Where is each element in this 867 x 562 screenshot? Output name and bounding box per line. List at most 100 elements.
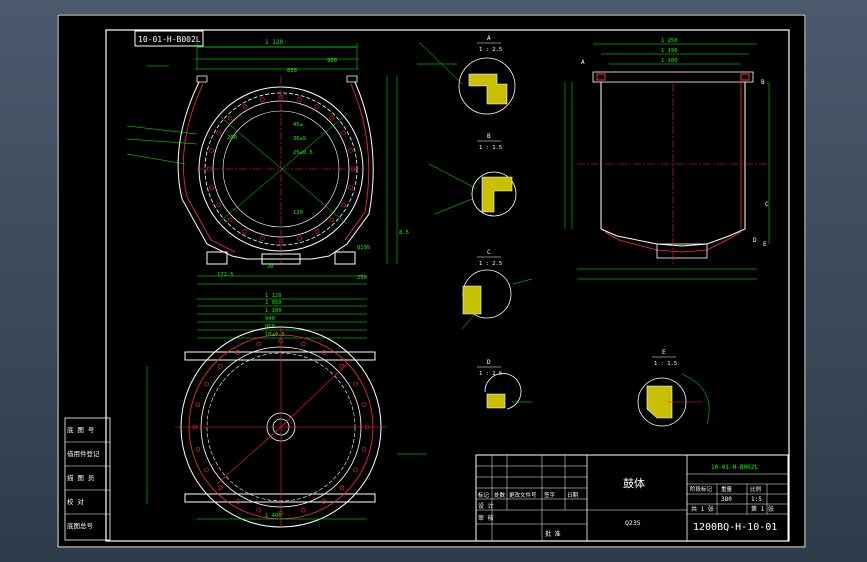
bolt-hole	[321, 350, 327, 355]
inner-frame	[105, 29, 790, 542]
front-dim-4: 36±5	[293, 136, 306, 142]
bolt-hole	[278, 238, 284, 244]
bolt-hole	[300, 507, 306, 513]
section-scale-A: 1 : 2.5	[479, 47, 502, 53]
bolt-hole	[361, 446, 367, 452]
front-dim-7: 30	[267, 264, 274, 270]
side-label-E: E	[763, 241, 767, 248]
bolt-hole	[242, 104, 248, 109]
bolt-hole	[235, 350, 241, 355]
tb-design: 设 计	[478, 502, 494, 510]
drawing-sheet: 10-01-H-B002L 1 120	[57, 14, 806, 548]
tb-row-label-1: 标记	[478, 491, 490, 499]
side-label-D: D	[753, 237, 757, 244]
bolt-hole	[227, 217, 233, 223]
bolt-hole	[217, 363, 223, 369]
bolt-hole	[297, 97, 302, 102]
tb-drawing-number: 1200BQ-H-10-01	[693, 522, 777, 533]
front-dim-10: 250	[357, 275, 367, 281]
front-dim-8: Q195	[357, 245, 370, 251]
front-dim-11: 8.5	[399, 230, 409, 236]
bolt-hole	[209, 148, 214, 153]
front-dim-2: 200	[227, 135, 237, 141]
tb-stage: 阶段标记	[690, 485, 713, 493]
bolt-hole	[339, 363, 345, 369]
top-dim-1: 1 050	[265, 300, 282, 306]
tb-approve: 批 准	[545, 530, 561, 538]
bolt-hole	[195, 446, 201, 452]
strip-cell-3: 描 图 员	[67, 473, 95, 482]
tb-part-name: 鼓体	[623, 476, 645, 490]
bolt-hole	[216, 130, 221, 136]
bolt-hole	[341, 202, 346, 208]
top-dim-0: 1 120	[265, 293, 282, 299]
bolt-hole	[314, 104, 320, 109]
code-box	[134, 30, 204, 47]
tb-sheet-no: 第 1 张	[751, 505, 774, 513]
section-id-D: D	[487, 359, 491, 366]
tb-code-green: 10-01-H-B002L	[711, 464, 758, 471]
bolt-hole	[348, 185, 353, 190]
bolt-hole	[321, 499, 327, 504]
tb-review: 审 核	[478, 514, 494, 522]
top-dim-3: 940	[265, 316, 275, 322]
tb-weight: 380	[721, 496, 732, 503]
bolt-hole	[361, 402, 367, 408]
bolt-hole	[256, 341, 262, 347]
bolt-hole	[227, 115, 233, 121]
front-dim-5: 25±0.5	[293, 150, 313, 156]
side-dim-1: 1 190	[661, 48, 678, 54]
front-top-dim: 1 120	[265, 39, 283, 46]
side-dim-0: 1 250	[661, 38, 678, 44]
side-label-A: A	[581, 59, 585, 66]
bolt-hole	[260, 97, 265, 102]
left-strip-table: 底 图 号 借用件登记 描 图 员 校 对 底图总号	[64, 417, 111, 541]
strip-cell-2: 借用件登记	[67, 449, 100, 458]
bolt-hole	[260, 236, 265, 241]
bolt-hole	[195, 402, 201, 408]
bolt-hole	[348, 148, 353, 153]
tb-material: Q235	[625, 519, 641, 527]
tb-ratio-label: 比例	[750, 485, 762, 493]
front-dim-0: 900	[327, 58, 337, 64]
section-id-E: E	[662, 349, 666, 356]
tb-row-label-2: 处数	[494, 491, 506, 499]
bolt-hole	[209, 185, 214, 190]
tb-mass-label: 重量	[721, 485, 733, 493]
bolt-hole	[235, 499, 241, 504]
tb-sheet: 共 1 张	[691, 505, 714, 513]
bolt-hole	[204, 381, 209, 387]
bolt-hole	[297, 236, 302, 241]
outer-frame	[57, 14, 806, 548]
bolt-hole	[329, 115, 335, 121]
bolt-hole	[216, 202, 221, 208]
bolt-hole	[353, 467, 358, 473]
bolt-hole	[329, 217, 335, 223]
top-dim-6: 1 400	[265, 513, 282, 519]
bolt-hole	[339, 485, 345, 491]
section-scale-D: 1 : 2.5	[479, 371, 502, 377]
bolt-hole	[300, 341, 306, 347]
tb-row-label-5: 日期	[567, 492, 579, 499]
strip-cell-4: 校 对	[67, 497, 84, 506]
section-id-B: B	[487, 133, 491, 140]
section-scale-E: 1 : 1.5	[654, 361, 677, 367]
bolt-hole	[341, 130, 346, 136]
front-view: 1 120	[126, 39, 409, 285]
side-label-B: B	[761, 79, 765, 86]
strip-cell-5: 底图总号	[67, 521, 94, 530]
bolt-hole	[217, 485, 223, 491]
top-dim-4: 860	[265, 324, 275, 330]
tb-scale: 1:5	[751, 496, 762, 503]
top-dim-2: 1 100	[265, 308, 282, 314]
drawing-canvas: 10-01-H-B002L 1 120	[57, 14, 806, 548]
code-box-text: 10-01-H-B002L	[138, 35, 201, 44]
side-dim-2: 1 100	[661, 58, 678, 64]
bolt-hole	[204, 467, 209, 473]
tb-row-label-4: 签字	[544, 491, 556, 499]
front-dim-9: 172.5	[217, 272, 234, 278]
section-id-C: C	[487, 249, 491, 256]
section-scale-B: 1 : 1.5	[479, 145, 502, 151]
